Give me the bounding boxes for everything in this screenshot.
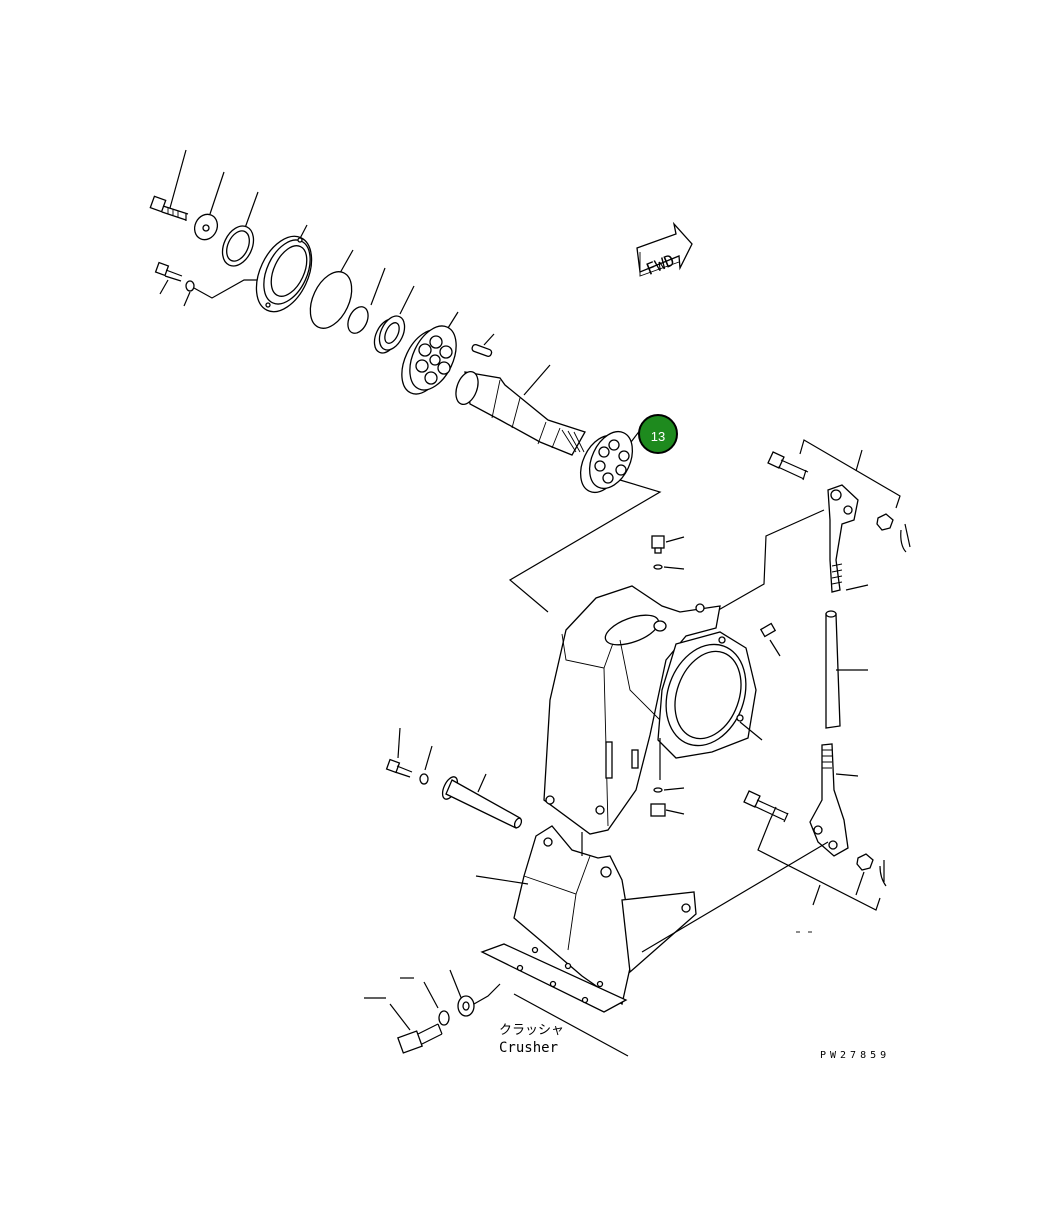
rod-end-lower xyxy=(809,743,859,857)
housing xyxy=(543,585,763,835)
rod-end-upper xyxy=(714,484,869,613)
cover-plate xyxy=(255,224,313,313)
nut-lower xyxy=(855,853,887,896)
washer-flat xyxy=(193,171,225,241)
bolt-small-left xyxy=(154,261,262,307)
turnbuckle-tube xyxy=(825,610,868,729)
bearing-upper xyxy=(401,311,459,395)
seal-ring xyxy=(221,191,259,267)
bearing-lower xyxy=(508,424,662,613)
pin-bolt xyxy=(385,727,433,785)
drawing-code: PW27859 xyxy=(820,1050,890,1061)
main-shaft xyxy=(455,364,586,456)
caption-japanese: クラッシャ xyxy=(499,1023,564,1038)
callout-number: 13 xyxy=(651,429,665,444)
key xyxy=(471,333,495,357)
oil-seal xyxy=(373,285,415,354)
grease-fitting-side xyxy=(759,622,781,657)
mounting-bracket xyxy=(475,825,829,1057)
drain-plug xyxy=(650,738,685,817)
pin xyxy=(441,773,523,829)
caption-english: Crusher xyxy=(499,1040,558,1056)
grease-fitting-top xyxy=(651,535,685,632)
highlighted-callout[interactable]: 13 xyxy=(638,414,678,454)
o-ring-small xyxy=(347,267,386,334)
linkage-bolt-lower xyxy=(743,790,881,911)
nut-upper xyxy=(876,513,911,553)
bolt-upper xyxy=(149,149,189,221)
o-ring-large xyxy=(309,249,354,329)
linkage-bolt xyxy=(767,439,901,509)
bottom-bolts xyxy=(364,969,501,1054)
fwd-arrow-icon: FWD xyxy=(636,221,693,279)
